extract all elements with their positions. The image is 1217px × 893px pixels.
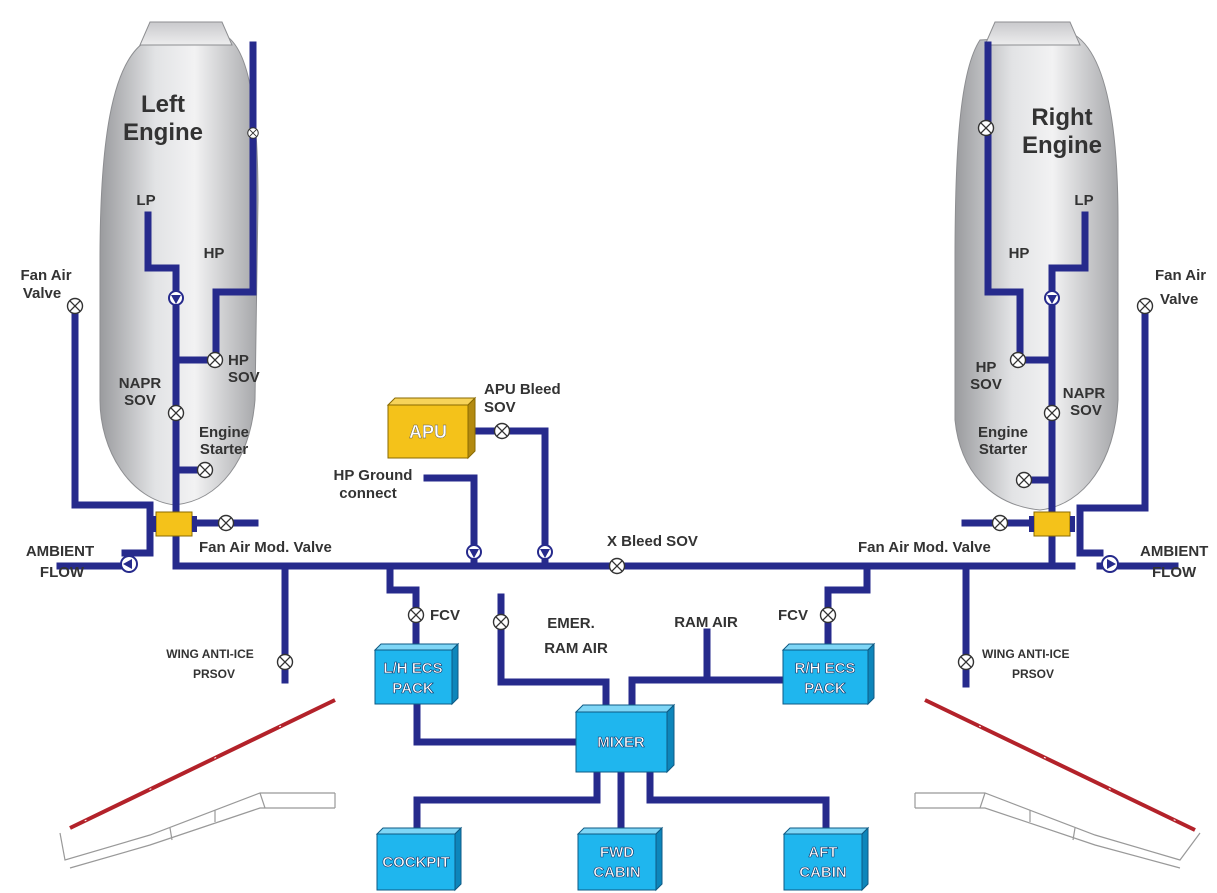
left-fan-air-mod-valve-label: Fan Air Mod. Valve [199,539,332,556]
right-precooler [1029,511,1075,537]
lh-ecs-pack-label-2: PACK [392,680,434,697]
left-napr-sov-icon [167,404,185,422]
right-wing-anti-ice-valve-icon [957,653,975,671]
cockpit-box: COCKPIT [375,826,463,892]
aft-cabin-label-2: CABIN [799,864,847,881]
left-lp-label: LP [136,192,155,209]
x-bleed-sov-label: X Bleed SOV [607,533,698,550]
left-precooler [151,511,197,537]
left-fan-air-valve-label-2: Valve [23,285,61,302]
left-ambient-flow-label-1: AMBIENT [26,543,94,560]
right-lp-check-valve-icon [1044,290,1060,306]
right-ambient-flow-label-2: FLOW [1152,564,1197,581]
right-fan-air-mod-valve-icon [991,514,1009,532]
apu-bleed-sov-label-1: APU Bleed [484,381,561,398]
right-fcv-icon [819,606,837,624]
right-hp-sov-label-1: HP [976,359,997,376]
left-engine-starter-valve-icon [196,461,214,479]
right-wing-anti-ice-label-2: PRSOV [1012,667,1054,681]
emer-ram-air-label-1: EMER. [547,615,595,632]
left-engine-title-2: Engine [123,119,203,146]
left-lp-check-valve-icon [168,290,184,306]
left-napr-sov-label-2: SOV [124,392,156,409]
left-engine-title-1: Left [141,91,185,118]
right-napr-sov-label-1: NAPR [1063,385,1106,402]
cockpit-label: COCKPIT [382,854,450,871]
left-wing-anti-ice-label-1: WING ANTI-ICE [166,647,254,661]
right-hp-label: HP [1009,245,1030,262]
right-engine-title-1: Right [1031,104,1092,131]
right-napr-sov-label-2: SOV [1070,402,1102,419]
right-upper-valve-icon [977,119,995,137]
right-hp-sov-icon [1009,351,1027,369]
fwd-cabin-label-1: FWD [600,844,634,861]
hp-ground-check-valve-icon [466,544,482,560]
hp-ground-connect-label-1: HP Ground [334,467,413,484]
left-napr-sov-label-1: NAPR [119,375,162,392]
lh-ecs-pack-box: L/H ECS PACK [373,642,460,706]
emer-ram-air-valve-icon [492,613,510,631]
left-fan-air-valve-icon [66,297,84,315]
fwd-cabin-box: FWD CABIN [576,826,664,892]
apu-bleed-sov-icon [493,422,511,440]
left-hp-sov-icon [206,351,224,369]
right-hp-sov-label-2: SOV [970,376,1002,393]
left-fcv-label: FCV [430,607,460,624]
ram-air-label: RAM AIR [674,614,738,631]
apu-bleed-sov-label-2: SOV [484,399,516,416]
left-engine-starter-label-1: Engine [199,424,249,441]
right-engine-nacelle [954,21,1119,511]
left-wing [59,698,336,869]
rh-ecs-pack-label-1: R/H ECS [795,660,856,677]
apu-check-valve-icon [537,544,553,560]
mixer-label: MIXER [597,734,645,751]
right-lp-label: LP [1074,192,1093,209]
right-engine-starter-label-2: Starter [979,441,1028,458]
left-upper-valve-icon [247,127,259,139]
left-fan-air-mod-valve-icon [217,514,235,532]
right-fcv-label: FCV [778,607,808,624]
right-fan-air-valve-label-2: Valve [1160,291,1198,308]
right-ambient-check-valve-icon [1101,555,1119,573]
right-engine-starter-label-1: Engine [978,424,1028,441]
right-napr-sov-icon [1043,404,1061,422]
lh-ecs-pack-label-1: L/H ECS [383,660,442,677]
right-wing [914,698,1201,869]
left-engine-starter-label-2: Starter [200,441,249,458]
rh-ecs-pack-label-2: PACK [804,680,846,697]
right-fan-air-valve-icon [1136,297,1154,315]
mixer-box: MIXER [574,703,676,774]
left-hp-sov-label-2: SOV [228,369,260,386]
right-engine-title-2: Engine [1022,132,1102,159]
left-fan-air-valve-label-1: Fan Air [20,267,71,284]
emer-ram-air-label-2: RAM AIR [544,640,608,657]
right-fan-air-mod-valve-label: Fan Air Mod. Valve [858,539,991,556]
right-wing-anti-ice-label-1: WING ANTI-ICE [982,647,1070,661]
rh-ecs-pack-box: R/H ECS PACK [781,642,876,706]
hp-ground-connect-label-2: connect [339,485,397,502]
left-hp-sov-label-1: HP [228,352,249,369]
left-wing-anti-ice-valve-icon [276,653,294,671]
right-ambient-flow-label-1: AMBIENT [1140,543,1208,560]
left-hp-label: HP [204,245,225,262]
right-engine-starter-valve-icon [1015,471,1033,489]
aft-cabin-box: AFT CABIN [782,826,870,892]
left-ambient-flow-label-2: FLOW [40,564,85,581]
apu-box: APU [386,396,477,460]
fwd-cabin-label-2: CABIN [593,864,641,881]
left-fcv-icon [407,606,425,624]
left-wing-anti-ice-label-2: PRSOV [193,667,235,681]
apu-label: APU [409,422,447,442]
x-bleed-sov-icon [608,557,626,575]
aft-cabin-label-1: AFT [808,844,837,861]
right-fan-air-valve-label-1: Fan Air [1155,267,1206,284]
left-ambient-check-valve-icon [120,555,138,573]
